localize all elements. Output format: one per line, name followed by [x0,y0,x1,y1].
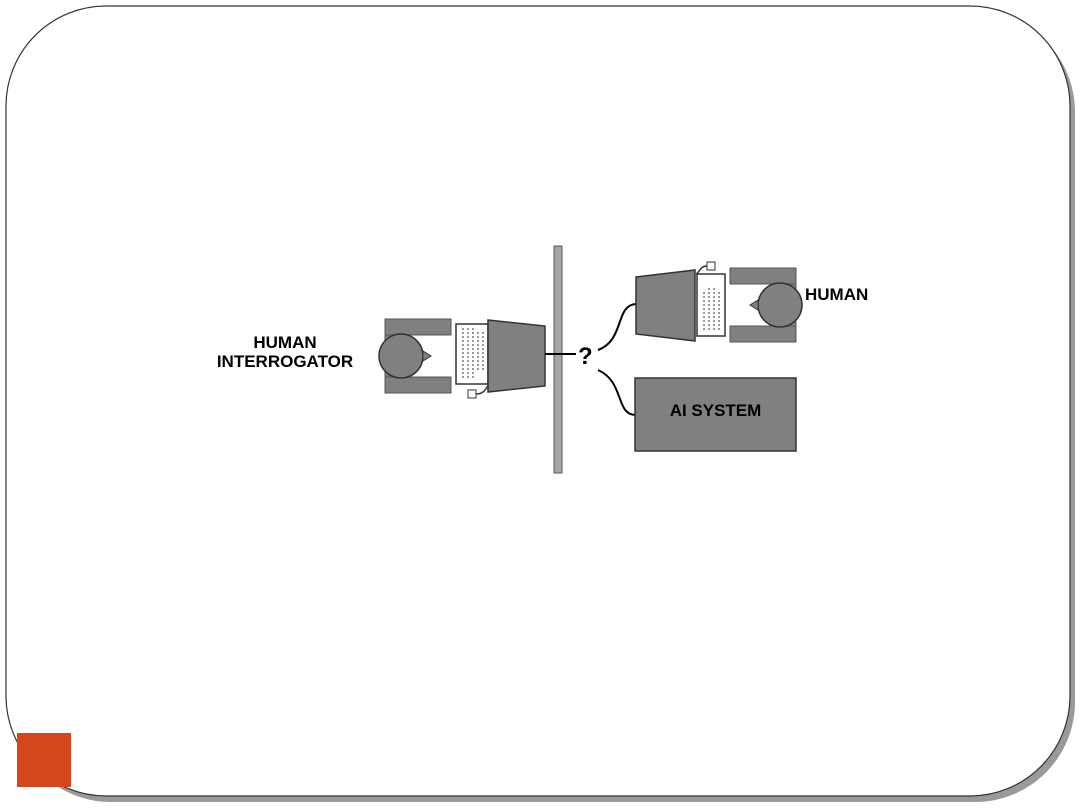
accent-square [17,733,71,787]
human-keyboard [696,273,726,337]
interrogator-label: HUMAN INTERROGATOR [190,334,380,372]
interrogator-mouse [467,389,477,399]
ai-system-box [634,377,797,452]
human-nose [749,299,759,311]
human-monitor [635,269,696,342]
interrogator-chair-arm-top [384,318,452,336]
human-station [635,261,803,343]
question-mark: ? [578,343,593,370]
connection-to-ai [597,369,637,416]
slide-frame [5,5,1071,797]
human-mouse-cable [695,265,708,275]
interrogator-monitor [487,319,546,393]
interrogator-head [378,333,424,379]
human-chair-arm-top [729,267,797,285]
human-keys [703,288,720,332]
human-mouse [706,261,716,271]
dividing-wall [553,245,563,474]
interrogator-nose [422,350,432,362]
ai-system-label: AI SYSTEM [669,401,762,420]
interrogator-label-line1: HUMAN [253,333,317,352]
interrogator-station [378,318,546,399]
interrogator-label-line2: INTERROGATOR [216,352,354,371]
human-label: HUMAN [805,285,869,304]
human-chair-arm-bottom [729,325,797,343]
interrogator-keys [462,328,484,378]
human-head [757,282,803,328]
interrogator-chair-arm-bottom [384,376,452,394]
connection-to-human [597,303,637,351]
